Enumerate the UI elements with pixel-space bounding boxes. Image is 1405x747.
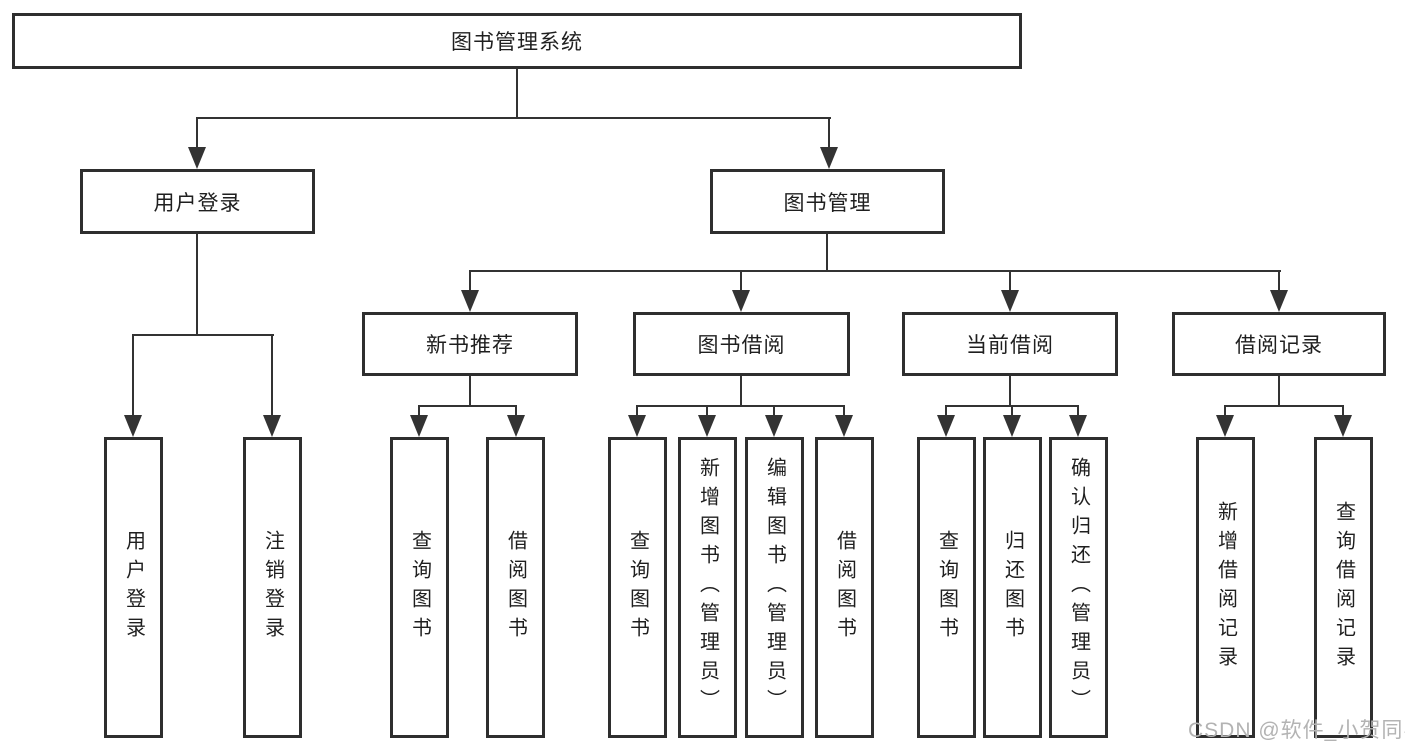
arrowhead-to-leaf-logout — [263, 415, 281, 437]
arrowhead-to-leaf-user-login — [124, 415, 142, 437]
arrowhead-g2-1 — [410, 415, 428, 437]
connector-login-leaf1-drop — [132, 334, 134, 417]
connector-mgmt-drop — [828, 117, 830, 150]
connector-g4-drop-1 — [945, 405, 947, 417]
leaf-search-books-2: 查询图书 — [608, 437, 667, 738]
arrowhead-to-book-management — [820, 147, 838, 169]
connector-login-splitter — [132, 334, 274, 336]
leaf-search-books-3: 查询图书 — [917, 437, 976, 738]
connector-root-stem — [516, 69, 518, 118]
connector-l3-splitter — [469, 270, 1281, 272]
connector-top-splitter — [197, 117, 831, 119]
arrowhead-g3-3 — [765, 415, 783, 437]
node-book-borrowing: 图书借阅 — [633, 312, 850, 376]
connector-login-drop — [196, 117, 198, 150]
leaf-confirm-return-admin: 确认归还（管理员） — [1049, 437, 1108, 738]
arrowhead-g2-2 — [507, 415, 525, 437]
arrowhead-to-book-borrowing — [732, 290, 750, 312]
arrowhead-to-borrowing-records — [1270, 290, 1288, 312]
watermark: CSDN @软件_小贺同学 — [1188, 719, 1405, 742]
connector-g5-drop-1 — [1224, 405, 1226, 417]
node-user-login: 用户登录 — [80, 169, 315, 234]
connector-newbook-stem — [469, 376, 471, 406]
connector-borrow-stem — [740, 376, 742, 406]
connector-l3-drop-3 — [1009, 270, 1011, 292]
connector-l3-drop-1 — [469, 270, 471, 292]
connector-g5-drop-2 — [1342, 405, 1344, 417]
connector-l3-drop-2 — [740, 270, 742, 292]
connector-newbook-splitter — [418, 405, 517, 407]
connector-current-stem — [1009, 376, 1011, 406]
leaf-borrow-books-2: 借阅图书 — [815, 437, 874, 738]
connector-borrow-splitter — [636, 405, 845, 407]
leaf-return-books: 归还图书 — [983, 437, 1042, 738]
arrowhead-g5-2 — [1334, 415, 1352, 437]
connector-records-splitter — [1224, 405, 1344, 407]
node-borrowing-records: 借阅记录 — [1172, 312, 1386, 376]
leaf-search-books: 查询图书 — [390, 437, 449, 738]
arrowhead-g4-3 — [1069, 415, 1087, 437]
connector-g3-drop-2 — [706, 405, 708, 417]
connector-g2-drop-2 — [515, 405, 517, 417]
leaf-search-borrow-record: 查询借阅记录 — [1314, 437, 1373, 738]
arrowhead-to-current-borrowing — [1001, 290, 1019, 312]
arrowhead-g5-1 — [1216, 415, 1234, 437]
node-book-management: 图书管理 — [710, 169, 945, 234]
connector-records-stem — [1278, 376, 1280, 406]
arrowhead-to-new-book — [461, 290, 479, 312]
connector-g3-drop-3 — [773, 405, 775, 417]
arrowhead-g3-1 — [628, 415, 646, 437]
leaf-logout: 注销登录 — [243, 437, 302, 738]
connector-mgmt-stem — [826, 234, 828, 272]
arrowhead-g3-2 — [698, 415, 716, 437]
leaf-add-borrow-record: 新增借阅记录 — [1196, 437, 1255, 738]
leaf-user-login: 用户登录 — [104, 437, 163, 738]
arrowhead-to-user-login — [188, 147, 206, 169]
connector-login-stem — [196, 234, 198, 336]
leaf-add-book-admin: 新增图书（管理员） — [678, 437, 737, 738]
connector-l3-drop-4 — [1278, 270, 1280, 292]
connector-login-leaf2-drop — [271, 334, 273, 417]
arrowhead-g3-4 — [835, 415, 853, 437]
arrowhead-g4-1 — [937, 415, 955, 437]
connector-g3-drop-4 — [843, 405, 845, 417]
connector-g2-drop-1 — [418, 405, 420, 417]
leaf-borrow-books: 借阅图书 — [486, 437, 545, 738]
connector-g4-drop-2 — [1011, 405, 1013, 417]
connector-g3-drop-1 — [636, 405, 638, 417]
leaf-edit-book-admin: 编辑图书（管理员） — [745, 437, 804, 738]
node-current-borrowing: 当前借阅 — [902, 312, 1118, 376]
node-library-management-system: 图书管理系统 — [12, 13, 1022, 69]
node-new-book-recommendation: 新书推荐 — [362, 312, 578, 376]
arrowhead-g4-2 — [1003, 415, 1021, 437]
connector-g4-drop-3 — [1077, 405, 1079, 417]
